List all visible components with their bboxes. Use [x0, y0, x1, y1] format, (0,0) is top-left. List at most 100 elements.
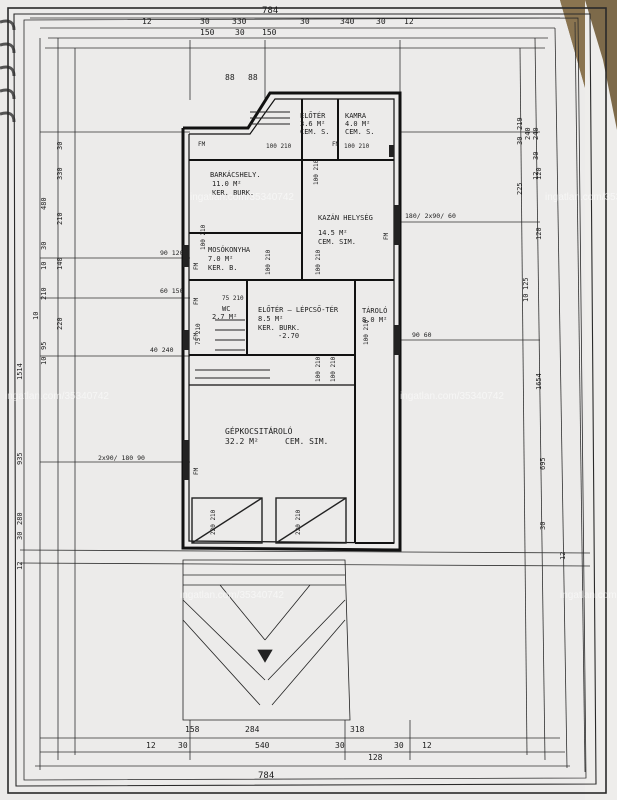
top-dim-1: 30: [200, 17, 210, 26]
room-floor: KER. BURK.: [258, 324, 300, 332]
room-floor: KER. B.: [208, 264, 238, 272]
bottom-upper-0: 158: [185, 725, 200, 734]
bottom-dim-6: 12: [422, 741, 432, 750]
left-mid-0: 480: [40, 197, 48, 210]
right-side-0: 240: [532, 127, 540, 140]
building-walls: [181, 91, 402, 552]
right-mid-2: 225: [516, 182, 524, 195]
bottom-dim-0: 12: [146, 741, 156, 750]
room-area: 2.7 M²: [212, 313, 237, 321]
door-label: 100 210: [315, 356, 322, 382]
room-floor: KER. BURK.: [212, 189, 254, 197]
bottom-total: 784: [258, 771, 274, 781]
watermark: ingatlan.com/35340742: [5, 391, 109, 402]
right-outer-0: 1654: [535, 373, 543, 390]
top-dim-5: 30: [376, 17, 386, 26]
room-gepkocsitarolo: GÉPKOCSITÁROLÓ 32.2 M² CEM. SIM.: [225, 425, 328, 446]
room-labels: ELŐTÉR 3.6 M² CEM. S. KAMRA 4.0 M² CEM. …: [208, 111, 387, 446]
left-mid-10: 10: [40, 262, 48, 270]
room-mosokonyha: MOSÓKONYHA 7.0 M² KER. B.: [208, 245, 251, 272]
room-name: KAZÁN HELYSÉG: [318, 213, 373, 222]
door-label: 100 210: [330, 356, 337, 382]
top-dim-2: 330: [232, 17, 247, 26]
room-floor: CEM. SIM.: [318, 238, 356, 246]
right-mid-4: 125: [522, 277, 530, 290]
top-dim-6: 12: [404, 17, 414, 26]
door-label: 75 210: [195, 323, 202, 345]
room-eloter: ELŐTÉR 3.6 M² CEM. S.: [300, 111, 330, 136]
fm-tags: FM FM FM FM FM FM FM: [193, 141, 390, 475]
right-outer-3: 30: [539, 522, 547, 530]
room-area: 32.2 M²: [225, 437, 259, 446]
room-floor: CEM. SIM.: [285, 437, 328, 446]
door-label: 100 210: [313, 159, 320, 185]
right-mid-5: 10: [522, 294, 530, 302]
left-mid-5: 140: [56, 257, 64, 270]
room-name: GÉPKOCSITÁROLÓ: [225, 425, 293, 436]
top-sub-2: 150: [262, 28, 277, 37]
top-small-0: 88: [225, 73, 235, 82]
bottom-dim-3: 30: [335, 741, 345, 750]
top-sub-1: 30: [235, 28, 245, 37]
door-label: 220 210: [210, 509, 217, 535]
room-area: 8.5 M²: [258, 315, 283, 323]
room-barkacshely: BARKÁCSHELY. 11.0 M² KER. BURK.: [210, 170, 261, 197]
dimension-lines: [19, 17, 591, 773]
right-outer-2: 120: [535, 227, 543, 240]
window-label: 90 120: [160, 249, 184, 257]
room-area: 3.6 M²: [300, 120, 325, 128]
right-mid-3: 120: [535, 167, 543, 180]
watermark: ingatlan.com/35340742: [190, 192, 294, 203]
right-dimensions: 1654 695 120 30 12 219 30 225 120 125 10…: [516, 117, 567, 560]
page-frame: [7, 7, 607, 794]
room-area: 11.0 M²: [212, 180, 242, 188]
right-outer-4: 12: [559, 552, 567, 560]
room-area: 14.5 M²: [318, 229, 348, 237]
bottom-dim-5: 30: [394, 741, 404, 750]
left-mid-1: 330: [56, 167, 64, 180]
left-outer-0: 1514: [16, 363, 24, 380]
room-name: KAMRA: [345, 112, 367, 120]
fm-tag: FM: [193, 332, 200, 340]
door-label: 75 210: [222, 295, 244, 302]
watermarks: ingatlan.com/35340742 ingatlan.com/35340…: [5, 192, 617, 601]
left-outer-3: 12: [16, 562, 24, 570]
top-dimensions: 784 12 30 330 30 340 30 12 150 30 150 88…: [142, 6, 414, 82]
wall-columns: [183, 145, 400, 480]
door-label: 100 210: [266, 143, 292, 150]
room-name: WC: [222, 305, 230, 313]
room-floor: CEM. S.: [300, 128, 330, 136]
window-label: 2x90/ 180 90: [98, 454, 145, 462]
left-mid-6: 210: [40, 287, 48, 300]
watermark: ingatlan.com/35340742: [400, 391, 504, 402]
right-outer-1: 695: [539, 457, 547, 470]
right-side-2: 12: [532, 172, 540, 180]
garage-doors: [191, 497, 347, 544]
room-name: MOSÓKONYHA: [208, 245, 251, 254]
door-label: 100 210: [265, 249, 272, 275]
window-label: 180/ 2x90/ 60: [405, 212, 456, 220]
room-name: TÁROLÓ: [362, 306, 387, 315]
top-dim-0: 12: [142, 17, 152, 26]
right-side-1: 30: [532, 152, 540, 160]
left-mid-8: 95: [40, 342, 48, 350]
left-mid-9: 10: [32, 312, 40, 320]
bottom-dimensions: 158 284 318 12 30 540 30 128 30 12 784: [146, 725, 432, 781]
bottom-dim-2: 540: [255, 741, 270, 750]
left-mid-7: 220: [56, 317, 64, 330]
room-area: 8.0 M²: [362, 316, 387, 324]
room-name: BARKÁCSHELY.: [210, 170, 261, 179]
bottom-upper-2: 318: [350, 725, 365, 734]
room-kazan: KAZÁN HELYSÉG 14.5 M² CEM. SIM.: [318, 213, 373, 246]
door-label: 100 210: [363, 319, 370, 345]
fm-tag: FM: [193, 467, 200, 475]
top-total: 784: [262, 6, 278, 16]
bottom-upper-1: 284: [245, 725, 260, 734]
top-dim-4: 340: [340, 17, 355, 26]
left-outer-1: 935: [16, 452, 24, 465]
door-label: 100 210: [200, 224, 207, 250]
